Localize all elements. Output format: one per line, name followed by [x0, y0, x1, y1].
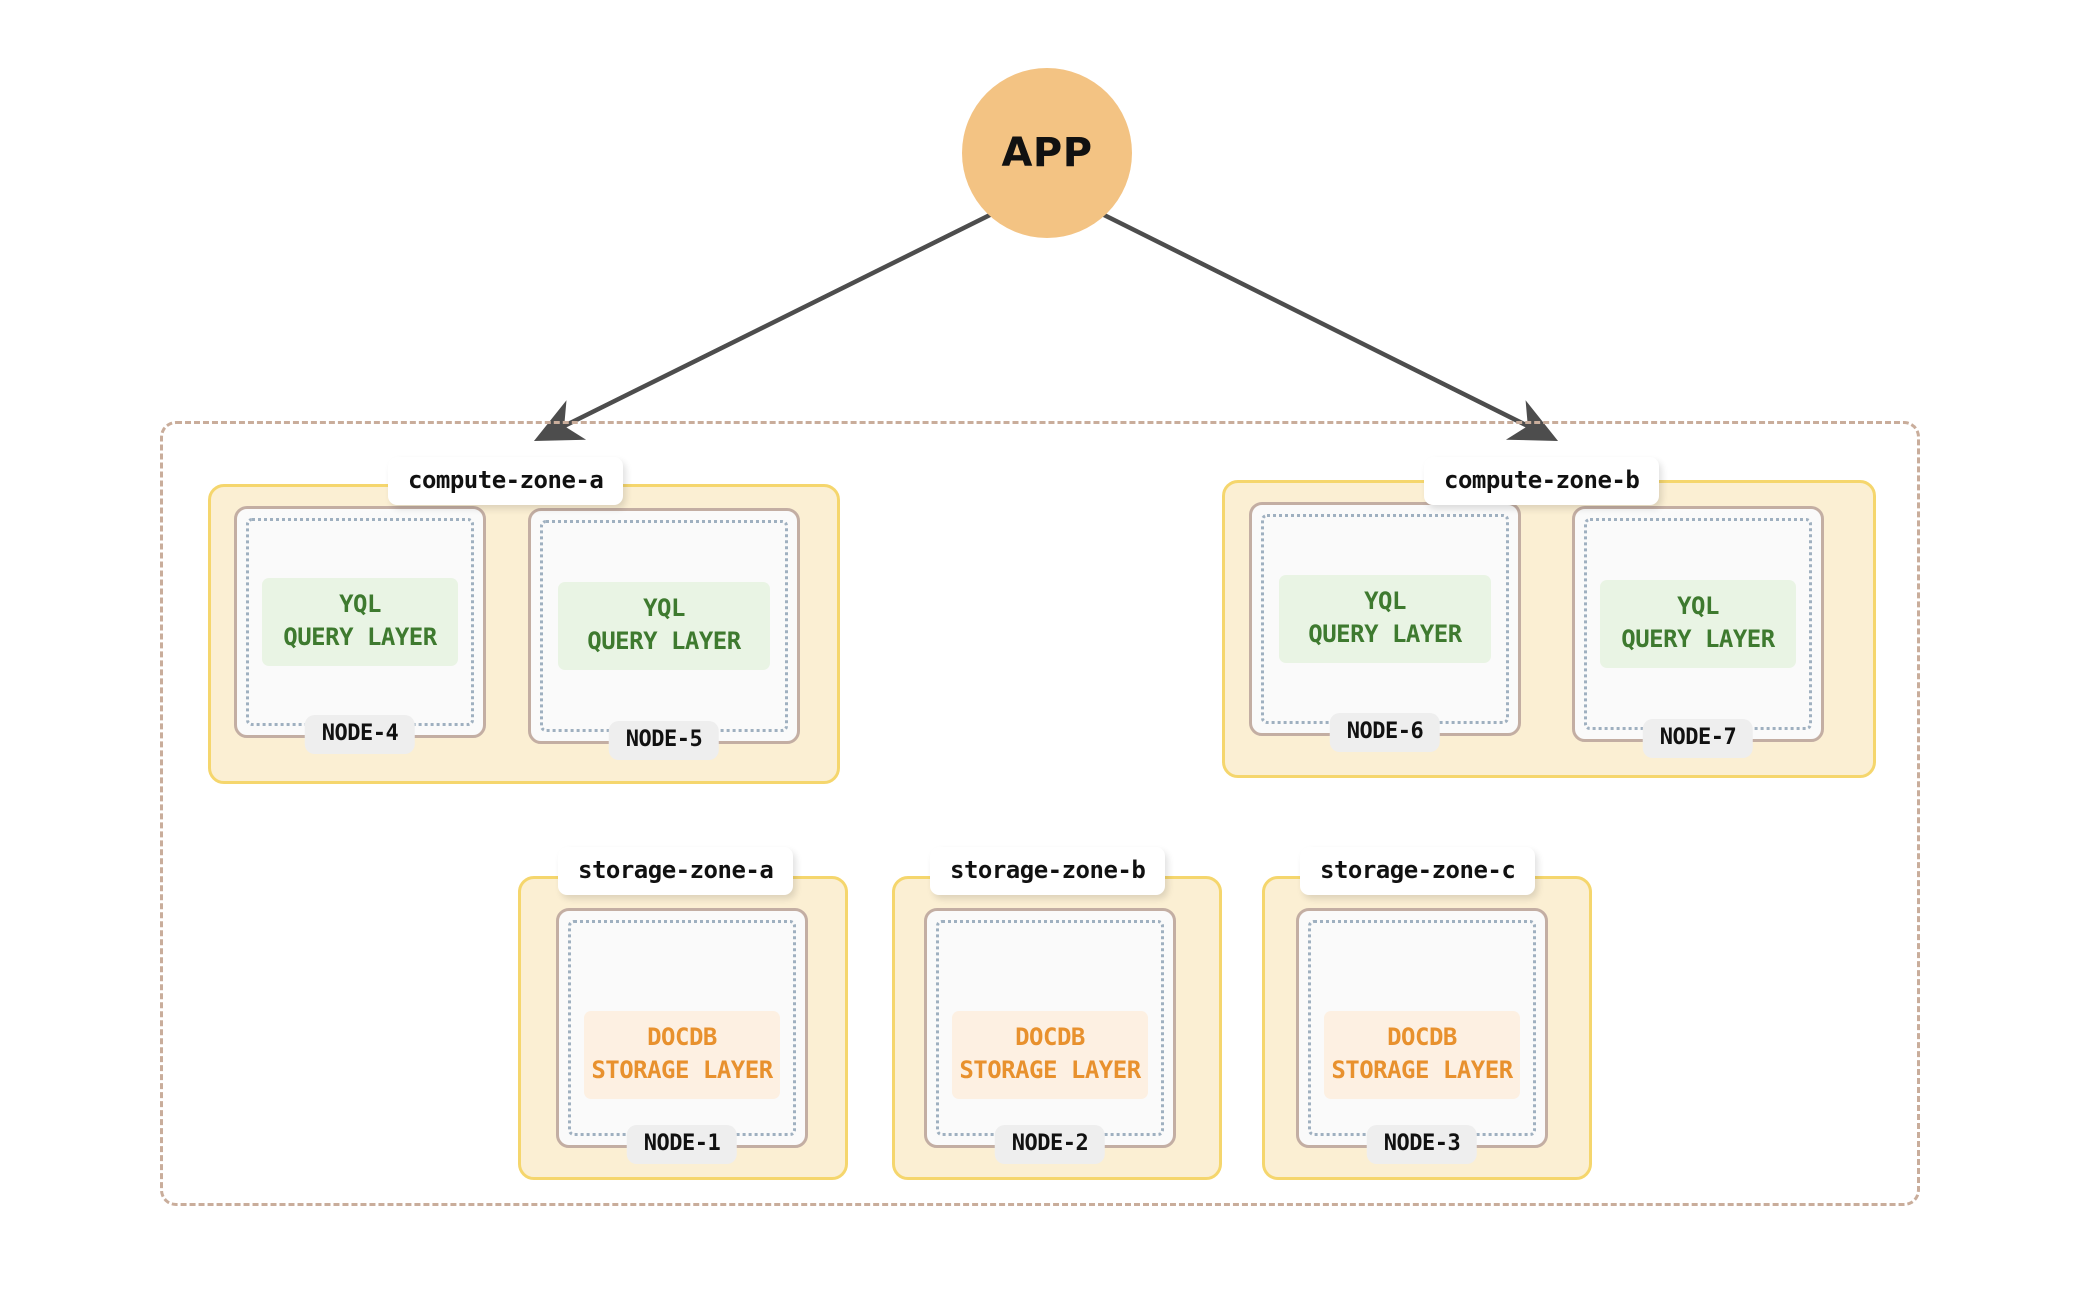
node-tag-node-2: NODE-2 [994, 1125, 1106, 1164]
docdb-storage-layer-badge-node-3: DOCDB STORAGE LAYER [1324, 1010, 1520, 1099]
node-inner-node-2: DOCDB STORAGE LAYER [936, 920, 1164, 1136]
layer-line-1: DOCDB [647, 1022, 717, 1051]
node-inner-node-4: YQL QUERY LAYER [246, 518, 474, 726]
node-node-6[interactable]: YQL QUERY LAYER NODE-6 [1249, 502, 1521, 752]
app-to-compute-zone-a [533, 207, 1001, 441]
layer-line-1: YQL [1677, 591, 1719, 620]
docdb-storage-layer-badge-node-2: DOCDB STORAGE LAYER [952, 1010, 1148, 1099]
yql-query-layer-badge-node-5: YQL QUERY LAYER [557, 581, 771, 671]
node-tag-node-7: NODE-7 [1642, 719, 1754, 758]
app-node[interactable]: APP [962, 68, 1132, 238]
cluster-boundary [160, 421, 1920, 1206]
zone-label-storage-zone-c: storage-zone-c [1300, 847, 1536, 895]
layer-line-1: DOCDB [1015, 1022, 1085, 1051]
node-inner-node-6: YQL QUERY LAYER [1261, 514, 1509, 724]
node-inner-node-1: DOCDB STORAGE LAYER [568, 920, 796, 1136]
node-tag-node-3: NODE-3 [1366, 1125, 1478, 1164]
node-node-3[interactable]: DOCDB STORAGE LAYER NODE-3 [1296, 908, 1548, 1164]
node-tag-node-5: NODE-5 [608, 721, 720, 760]
yql-query-layer-badge-node-4: YQL QUERY LAYER [262, 577, 458, 667]
node-tag-node-1: NODE-1 [626, 1125, 738, 1164]
node-inner-node-7: YQL QUERY LAYER [1584, 518, 1812, 730]
node-node-2[interactable]: DOCDB STORAGE LAYER NODE-2 [924, 908, 1176, 1164]
node-node-5[interactable]: YQL QUERY LAYER NODE-5 [528, 508, 800, 760]
node-node-4[interactable]: YQL QUERY LAYER NODE-4 [234, 506, 486, 754]
node-tag-node-4: NODE-4 [304, 715, 416, 754]
zone-label-compute-zone-a: compute-zone-a [388, 457, 624, 505]
node-inner-node-5: YQL QUERY LAYER [540, 520, 788, 732]
docdb-storage-layer-badge-node-1: DOCDB STORAGE LAYER [584, 1010, 780, 1099]
zone-label-storage-zone-a: storage-zone-a [558, 847, 794, 895]
layer-line-1: YQL [339, 589, 381, 618]
layer-line-2: QUERY LAYER [1308, 620, 1462, 648]
app-node-label: APP [1001, 130, 1093, 176]
yql-query-layer-badge-node-6: YQL QUERY LAYER [1278, 574, 1492, 664]
node-node-7[interactable]: YQL QUERY LAYER NODE-7 [1572, 506, 1824, 758]
layer-line-1: YQL [643, 593, 685, 622]
layer-line-1: DOCDB [1387, 1022, 1457, 1051]
node-tag-node-6: NODE-6 [1329, 713, 1441, 752]
layer-line-1: YQL [1364, 586, 1406, 615]
layer-line-2: QUERY LAYER [587, 627, 741, 655]
layer-line-2: QUERY LAYER [1621, 625, 1775, 653]
node-node-1[interactable]: DOCDB STORAGE LAYER NODE-1 [556, 908, 808, 1164]
layer-line-2: STORAGE LAYER [959, 1055, 1141, 1084]
layer-line-2: QUERY LAYER [283, 623, 437, 651]
yql-query-layer-badge-node-7: YQL QUERY LAYER [1600, 579, 1796, 669]
node-inner-node-3: DOCDB STORAGE LAYER [1308, 920, 1536, 1136]
app-to-compute-zone-b [1092, 207, 1559, 442]
zone-label-storage-zone-b: storage-zone-b [930, 847, 1166, 895]
zone-label-compute-zone-b: compute-zone-b [1424, 457, 1660, 505]
layer-line-2: STORAGE LAYER [1331, 1055, 1513, 1084]
layer-line-2: STORAGE LAYER [591, 1055, 773, 1084]
